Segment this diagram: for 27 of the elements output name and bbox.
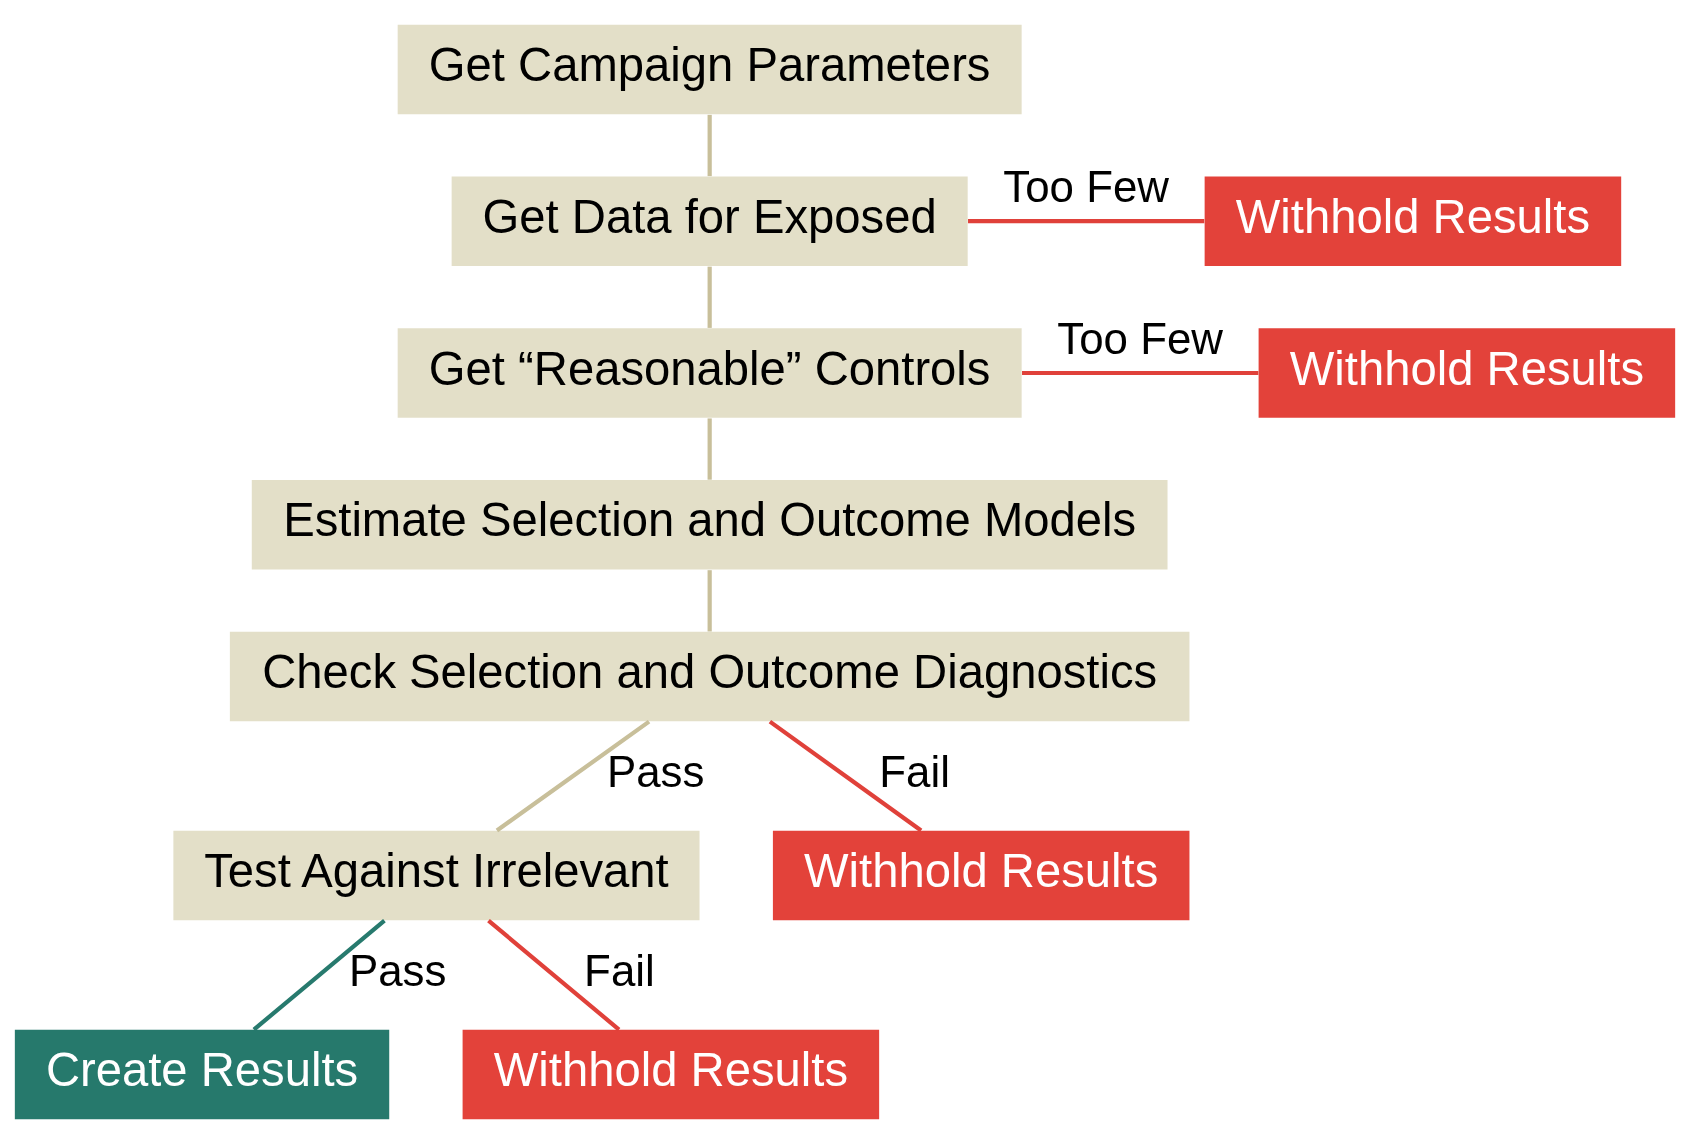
node-box: Create Results	[14, 1029, 390, 1120]
connector	[495, 719, 651, 833]
node-box: Get Campaign Parameters	[397, 24, 1022, 115]
node-box: Withhold Results	[1204, 176, 1622, 266]
edge-label: Too Few	[1003, 162, 1169, 212]
node-box: Withhold Results	[1258, 328, 1676, 418]
node-box: Withhold Results	[772, 830, 1190, 921]
edge-label: Fail	[879, 746, 950, 796]
edge-label: Fail	[584, 945, 655, 995]
connector	[252, 919, 386, 1032]
connector	[707, 114, 712, 177]
connector	[707, 570, 712, 632]
connector	[487, 919, 621, 1032]
node-box: Test Against Irrelevant	[173, 830, 700, 921]
edge-label: Too Few	[1057, 314, 1223, 364]
connector	[768, 719, 923, 833]
node-box: Get Data for Exposed	[451, 176, 968, 266]
node-box: Estimate Selection and Outcome Models	[251, 480, 1168, 570]
connector	[1022, 370, 1259, 376]
node-box: Get “Reasonable” Controls	[397, 328, 1022, 418]
edge-label: Pass	[348, 945, 447, 995]
node-box: Check Selection and Outcome Diagnostics	[229, 631, 1190, 722]
node-box: Withhold Results	[462, 1029, 880, 1120]
connector	[968, 219, 1205, 224]
connector	[707, 418, 712, 480]
edge-label: Pass	[606, 746, 705, 796]
connector	[707, 266, 712, 328]
